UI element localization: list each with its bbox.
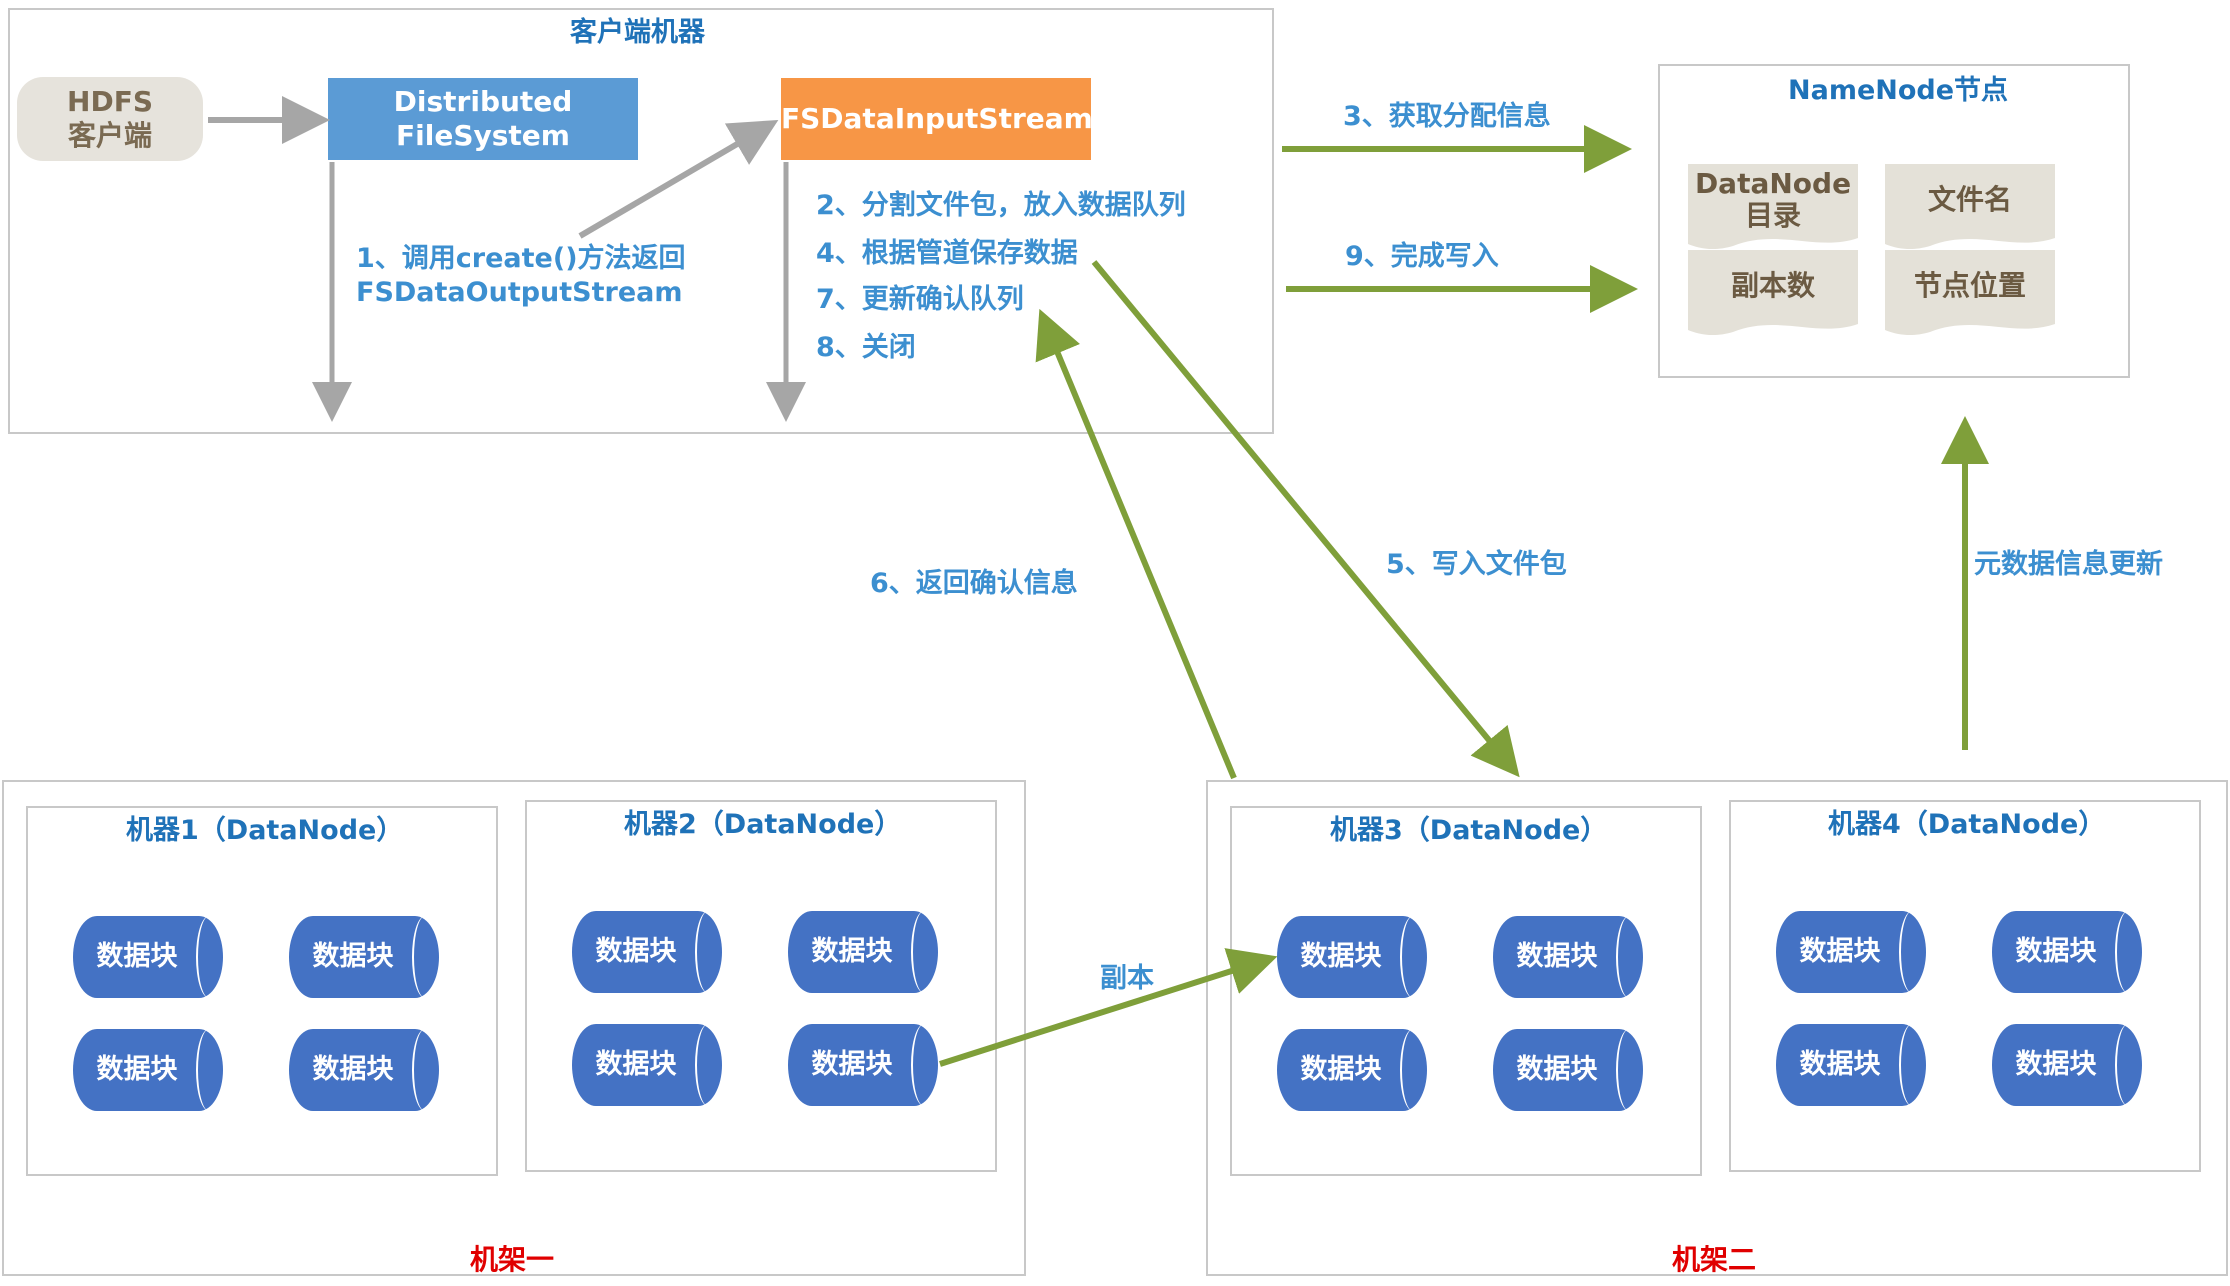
dir-line2: 目录 xyxy=(1744,199,1801,232)
machine2-block-3: 数据块 xyxy=(572,1024,722,1106)
hdfs-client: HDFS 客户端 xyxy=(17,77,203,161)
step1-line2: FSDataOutputStream xyxy=(356,277,683,308)
hdfs-client-line1: HDFS xyxy=(67,85,153,118)
replica-label: 副本 xyxy=(1100,963,1154,994)
block-label: 数据块 xyxy=(96,1054,178,1085)
machine4-block-1: 数据块 xyxy=(1776,911,1926,993)
block-label: 数据块 xyxy=(312,941,394,972)
namenode-title: NameNode节点 xyxy=(1788,75,2009,106)
dfs-line2: FileSystem xyxy=(396,119,570,152)
block-label: 数据块 xyxy=(312,1054,394,1085)
filename-text: 文件名 xyxy=(1927,183,2012,216)
machine3-block-2: 数据块 xyxy=(1493,916,1643,998)
step5-label: 5、写入文件包 xyxy=(1386,549,1567,580)
block-label: 数据块 xyxy=(1799,1049,1881,1080)
block-label: 数据块 xyxy=(2015,1049,2097,1080)
block-label: 数据块 xyxy=(1516,1054,1598,1085)
machine3-block-4: 数据块 xyxy=(1493,1029,1643,1111)
arrow-step5 xyxy=(1091,260,1520,778)
step6-label: 6、返回确认信息 xyxy=(870,568,1078,599)
machine3-block-1: 数据块 xyxy=(1277,916,1427,998)
step1-label: 1、调用create()方法返回 FSDataOutputStream xyxy=(356,242,686,310)
namenode-replicas: 副本数 xyxy=(1688,250,1858,322)
machine4-block-3: 数据块 xyxy=(1776,1024,1926,1106)
arrow-create-to-fsdis xyxy=(578,119,779,239)
step7-label: 7、更新确认队列 xyxy=(816,284,1024,315)
step8-label: 8、关闭 xyxy=(816,332,916,363)
block-label: 数据块 xyxy=(595,936,677,967)
block-label: 数据块 xyxy=(1300,941,1382,972)
dir-line1: DataNode xyxy=(1694,167,1852,200)
namenode-datanode-dir: DataNode 目录 xyxy=(1688,164,1858,236)
arrow-step6 xyxy=(1035,308,1237,780)
block-label: 数据块 xyxy=(96,941,178,972)
machine2-block-2: 数据块 xyxy=(788,911,938,993)
distributed-filesystem: Distributed FileSystem xyxy=(328,78,638,160)
fsdatainputstream: FSDataInputStream xyxy=(781,78,1093,160)
replicas-text: 副本数 xyxy=(1730,269,1815,302)
machine2-title: 机器2（DataNode） xyxy=(624,809,902,840)
client-machine-title: 客户端机器 xyxy=(570,17,705,48)
machine4-block-4: 数据块 xyxy=(1992,1024,2142,1106)
machine4-title: 机器4（DataNode） xyxy=(1828,809,2106,840)
step3-label: 3、获取分配信息 xyxy=(1343,101,1551,132)
machine1-block-2: 数据块 xyxy=(289,916,439,998)
step1-line1: 1、调用create()方法返回 xyxy=(356,243,686,274)
block-label: 数据块 xyxy=(811,1049,893,1080)
metadata-label: 元数据信息更新 xyxy=(1974,549,2163,580)
hdfs-client-line2: 客户端 xyxy=(67,119,152,152)
machine1-block-4: 数据块 xyxy=(289,1029,439,1111)
machine2-block-1: 数据块 xyxy=(572,911,722,993)
block-label: 数据块 xyxy=(2015,936,2097,967)
step2-label: 2、分割文件包，放入数据队列 xyxy=(816,190,1186,221)
location-text: 节点位置 xyxy=(1913,269,2026,302)
block-label: 数据块 xyxy=(1516,941,1598,972)
block-label: 数据块 xyxy=(811,936,893,967)
step9-label: 9、完成写入 xyxy=(1345,241,1499,272)
block-label: 数据块 xyxy=(595,1049,677,1080)
rack2-label: 机架二 xyxy=(1672,1243,1757,1276)
step4-label: 4、根据管道保存数据 xyxy=(816,238,1078,269)
machine1-block-3: 数据块 xyxy=(73,1029,223,1111)
machine3-block-3: 数据块 xyxy=(1277,1029,1427,1111)
dfs-line1: Distributed xyxy=(393,85,573,118)
machine1-block-1: 数据块 xyxy=(73,916,223,998)
machine1-title: 机器1（DataNode） xyxy=(126,815,404,846)
machine4-block-2: 数据块 xyxy=(1992,911,2142,993)
namenode-location: 节点位置 xyxy=(1885,250,2055,322)
arrow-replica xyxy=(939,948,1278,1067)
block-label: 数据块 xyxy=(1300,1054,1382,1085)
block-label: 数据块 xyxy=(1799,936,1881,967)
machine2-block-4: 数据块 xyxy=(788,1024,938,1106)
namenode-filename: 文件名 xyxy=(1885,164,2055,236)
machine3-title: 机器3（DataNode） xyxy=(1330,815,1608,846)
rack1-label: 机架一 xyxy=(470,1243,555,1276)
